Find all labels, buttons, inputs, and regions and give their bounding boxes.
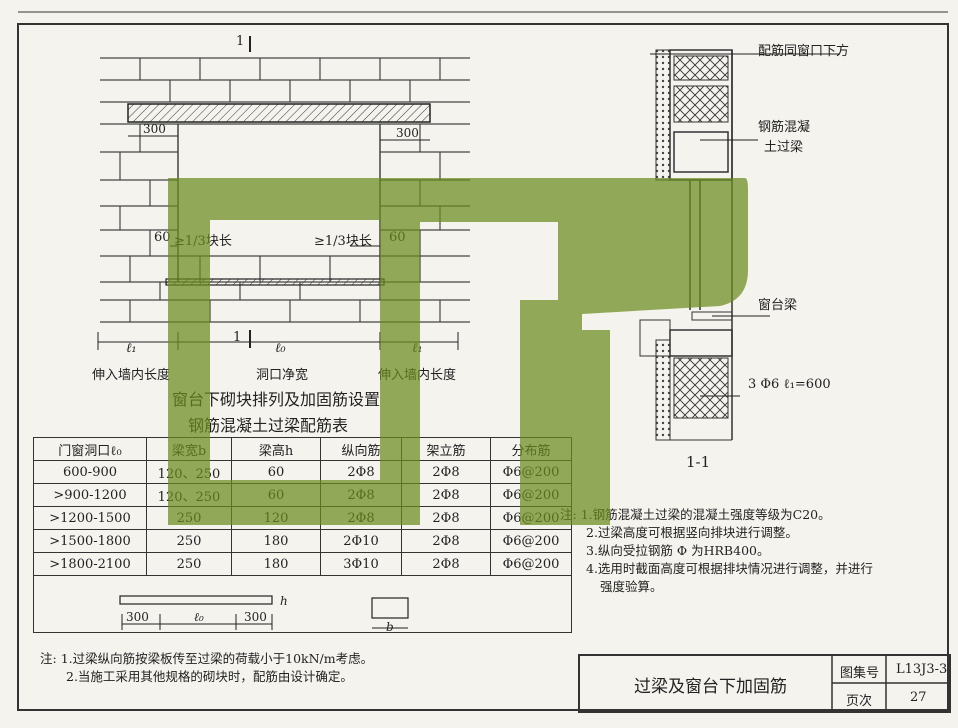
beam-dim-b: b [386,620,394,634]
drawing-title: 过梁及窗台下加固筋 [634,677,787,697]
section-name: 1-1 [686,453,711,471]
atlas-value: L13J3-3 [896,662,948,677]
lintel-beam [127,103,431,123]
cell: 2Φ8 [401,529,491,553]
table-row: >1500-1800 250 180 2Φ10 2Φ8 Φ6@200 [33,529,572,553]
label-rc-lintel-2: 土过梁 [764,140,804,155]
cell: 250 [146,529,232,553]
label-rebar-3phi6: 3 Φ6 ℓ₁=600 [748,377,831,392]
label-rebar-same: 配筋同窗口下方 [758,44,850,59]
cell: >900-1200 [33,483,147,507]
atlas-label: 图集号 [840,666,880,681]
beam-dim-300a: 300 [126,610,149,624]
cell: Φ6@200 [490,552,572,576]
cell: 600-900 [33,460,147,484]
beam-dim-h: h [280,594,288,608]
notes-right-item-2: 2.过梁高度可根据竖向排块进行调整。 [586,525,798,540]
cell: >1200-1500 [33,506,147,530]
notes-right-prefix: 注: [560,507,577,522]
cell: >1500-1800 [33,529,147,553]
notes-right-item-5: 强度验算。 [600,579,663,594]
beam-dim-l0: ℓ₀ [194,610,204,624]
dim-300-right: 300 [396,126,419,140]
section-mark-top: 1 [236,34,245,49]
notes-left-item-2: 2.当施工采用其他规格的砌块时，配筋由设计确定。 [66,669,353,684]
notes-left: 注: 1.过梁纵向筋按梁板传至过梁的荷载小于10kN/m考虑。 2.当施工采用其… [40,650,373,686]
notes-left-item-1: 1.过梁纵向筋按梁板传至过梁的荷载小于10kN/m考虑。 [60,651,374,666]
notes-right-item-1: 1.钢筋混凝土过梁的混凝土强度等级为C20。 [580,507,831,522]
page-value: 27 [910,690,927,705]
l1-left-label: ℓ₁ [126,341,137,356]
cell: Φ6@200 [490,529,572,553]
embed-length-left: 伸入墙内长度 [92,368,171,383]
col-opening: 门窗洞口ℓ₀ [33,437,147,461]
page-label: 页次 [846,694,873,709]
cell: 3Φ10 [320,552,402,576]
label-sill-beam: 窗台梁 [758,298,798,313]
notes-right-item-3: 3.纵向受拉钢筋 Φ 为HRB400。 [586,543,770,558]
notes-right: 注: 1.钢筋混凝土过梁的混凝土强度等级为C20。 2.过梁高度可根据竖向排块进… [560,506,873,596]
notes-right-item-4: 4.选用时截面高度可根据排块情况进行调整，并进行 [586,561,873,576]
notes-left-prefix: 注: [40,651,57,666]
label-rc-lintel-1: 钢筋混凝 [758,120,811,135]
beam-dim-300b: 300 [244,610,267,624]
dim-60-left: 60 [154,230,171,245]
cell: 180 [231,552,321,576]
dim-300-left: 300 [143,122,166,136]
title-block: 过梁及窗台下加固筋 图集号 L13J3-3 页次 27 [578,654,951,713]
